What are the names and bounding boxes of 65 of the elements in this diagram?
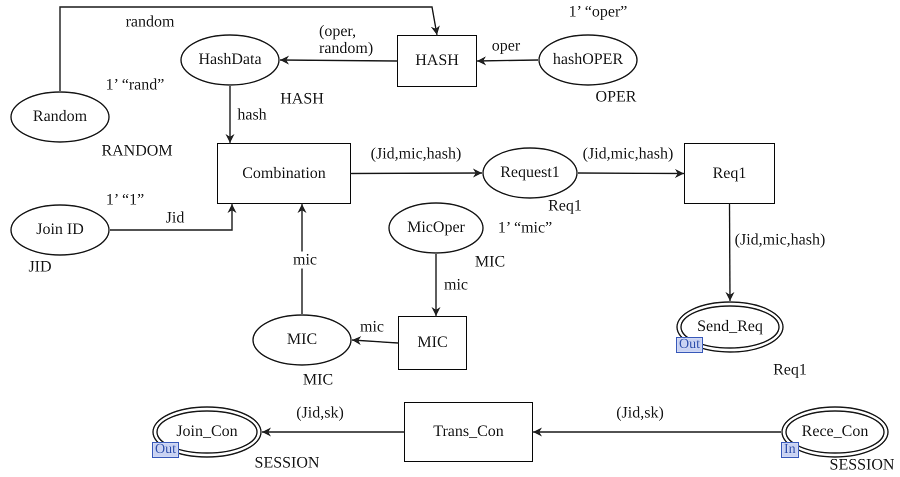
place-name: Join ID bbox=[36, 221, 84, 239]
place-ellipse bbox=[10, 91, 110, 143]
place-annotation: RANDOM bbox=[101, 142, 173, 160]
place-ellipse bbox=[538, 34, 638, 86]
transition-name: HASH bbox=[415, 52, 459, 70]
transition-name: Req1 bbox=[712, 164, 746, 182]
edge-label: mic bbox=[292, 252, 318, 268]
place-annotation: 1’ “oper” bbox=[568, 4, 628, 20]
edge-label: (Jid,sk) bbox=[295, 404, 345, 422]
arrow bbox=[262, 428, 404, 436]
edge-label: (Jid,mic,hash) bbox=[734, 232, 826, 248]
place-name: hashOPER bbox=[552, 51, 624, 69]
place-name: Random bbox=[32, 108, 88, 126]
arrow bbox=[351, 168, 482, 178]
place-ellipse bbox=[388, 202, 484, 254]
place-ellipse bbox=[10, 204, 110, 256]
place-annotation: 1’ “1” bbox=[106, 192, 144, 208]
transition-box bbox=[684, 143, 775, 204]
place-annotation: 1’ “rand” bbox=[106, 76, 164, 94]
place-annotation: HASH bbox=[280, 90, 324, 108]
edge-label: (Jid,sk) bbox=[615, 404, 665, 422]
place-annotation: 1’ “mic” bbox=[498, 220, 552, 236]
place-ellipse bbox=[180, 34, 280, 86]
transition-box bbox=[404, 402, 533, 462]
arrow bbox=[476, 56, 538, 66]
place-name: MIC bbox=[286, 331, 318, 349]
port-place-ellipse bbox=[676, 301, 784, 353]
transition-box bbox=[217, 143, 351, 204]
place-name: Rece_Con bbox=[802, 423, 868, 441]
place-name: Request1 bbox=[500, 164, 560, 182]
port-place-ellipse bbox=[152, 406, 262, 458]
place-annotation: SESSION bbox=[254, 454, 320, 472]
place-annotation: OPER bbox=[596, 88, 636, 106]
place-annotation: MIC bbox=[474, 254, 506, 270]
place-name: HashData bbox=[198, 51, 262, 69]
arrow bbox=[280, 56, 397, 65]
port-tag: Out bbox=[152, 442, 179, 458]
place-annotation: Req1 bbox=[773, 362, 807, 378]
place-annotation: JID bbox=[28, 258, 52, 276]
transition-name: MIC bbox=[417, 334, 448, 352]
arrow bbox=[110, 204, 236, 231]
place-name: MicOper bbox=[407, 219, 465, 237]
edge-label: (Jid,mic,hash) bbox=[370, 146, 462, 162]
arrow bbox=[432, 254, 440, 316]
port-tag: Out bbox=[676, 337, 703, 353]
port-place-ellipse bbox=[781, 406, 889, 458]
arrow bbox=[352, 336, 398, 346]
place-annotation: SESSION bbox=[830, 456, 894, 474]
transition-name: Trans_Con bbox=[433, 423, 504, 441]
place-annotation: Req1 bbox=[548, 198, 582, 214]
arrow bbox=[533, 428, 781, 436]
port-tag: In bbox=[781, 442, 799, 458]
transition-name: Combination bbox=[242, 164, 326, 182]
arrow bbox=[725, 204, 734, 301]
arrow bbox=[59, 6, 440, 91]
transition-box bbox=[398, 316, 467, 370]
edge-label: (Jid,mic,hash) bbox=[582, 146, 674, 162]
place-annotation: MIC bbox=[302, 372, 334, 388]
place-name: Send_Req bbox=[697, 318, 763, 336]
place-ellipse bbox=[482, 147, 578, 199]
place-name: Join_Con bbox=[176, 423, 238, 441]
arrow bbox=[226, 86, 234, 143]
transition-box bbox=[397, 35, 477, 87]
place-ellipse bbox=[252, 314, 352, 366]
arrow bbox=[578, 168, 684, 178]
